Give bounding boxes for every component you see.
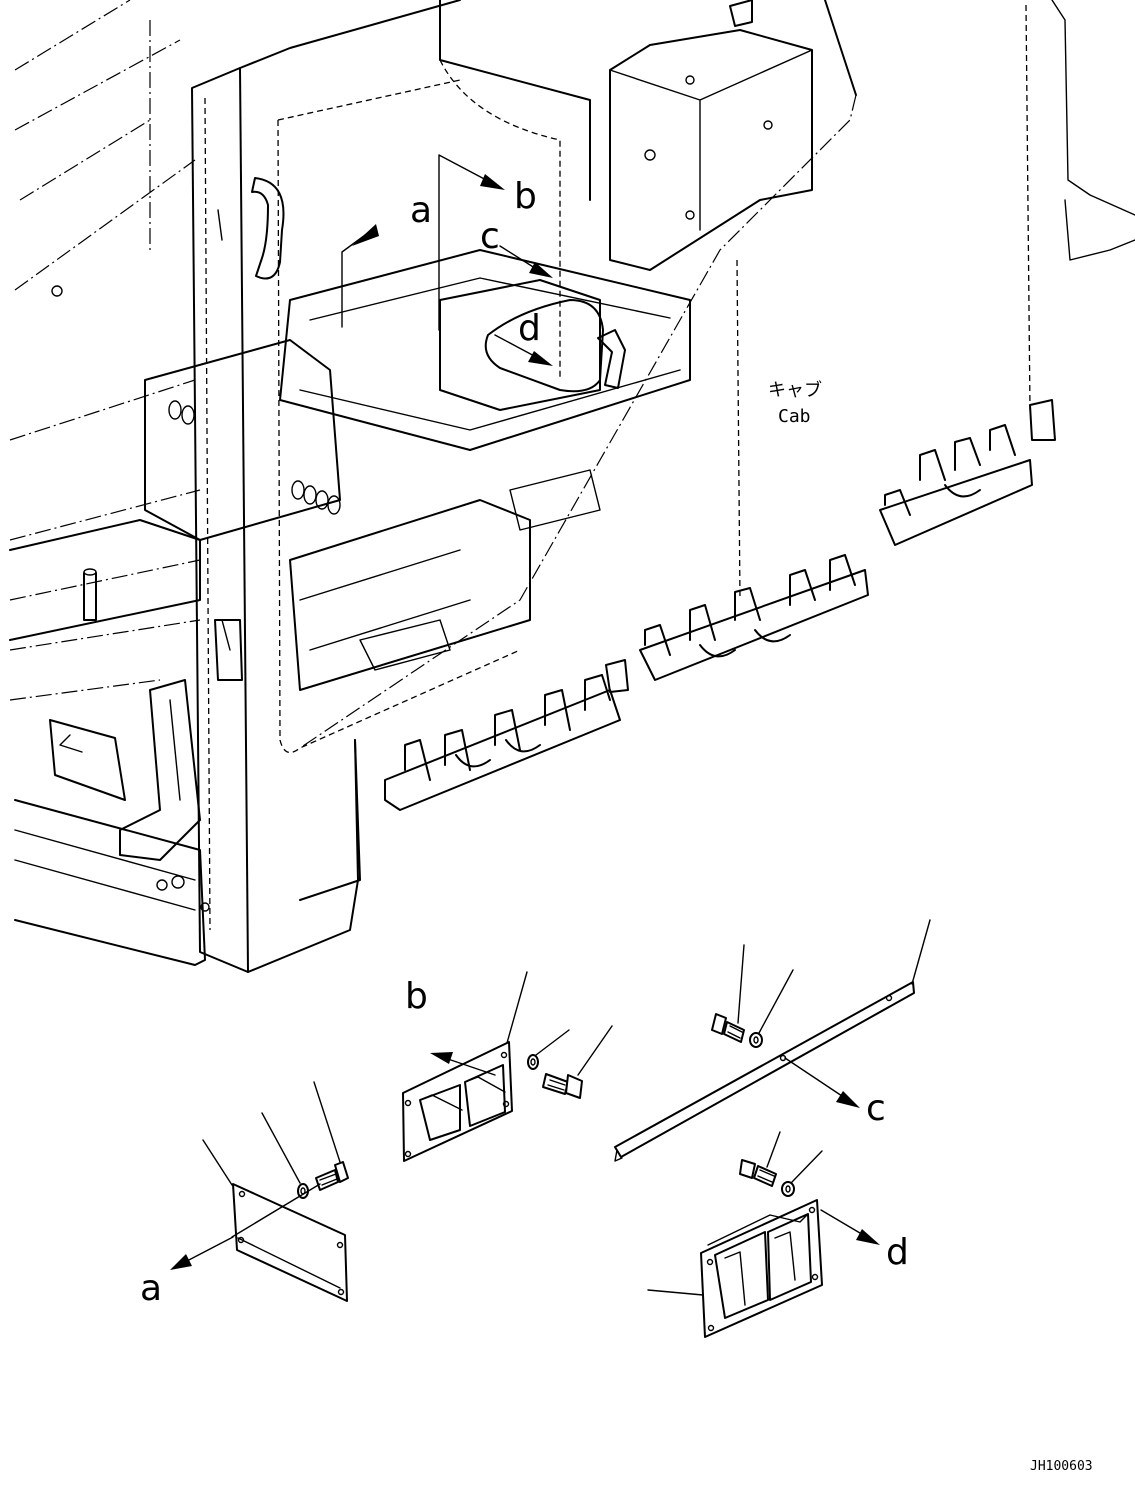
track-segment xyxy=(384,674,621,811)
drawing-code: JH100603 xyxy=(1030,1459,1093,1474)
cab-label-japanese: キャブ xyxy=(768,379,822,401)
cover-plate-d xyxy=(647,1199,823,1338)
bolt xyxy=(313,1081,349,1191)
cover-plate-a xyxy=(202,1139,348,1302)
track-segment xyxy=(605,554,869,693)
washer xyxy=(527,1029,570,1070)
bolt xyxy=(542,1025,613,1099)
callout-label-a: a xyxy=(410,190,432,231)
track-segment xyxy=(879,424,1033,546)
callout-label-b: b xyxy=(514,176,537,217)
callout-label-d-part: d xyxy=(886,1232,909,1273)
leader-line xyxy=(231,1183,321,1238)
bolt xyxy=(711,944,745,1043)
callout-label-c: c xyxy=(480,216,500,257)
washer xyxy=(261,1112,309,1199)
strip-c xyxy=(614,919,931,1162)
bolt xyxy=(739,1131,781,1187)
callout-label-d: d xyxy=(518,308,541,349)
callout-label-b-part: b xyxy=(405,976,428,1017)
cab-assembly xyxy=(9,0,1135,973)
washer xyxy=(781,1150,823,1197)
callout-label-a-part: a xyxy=(140,1268,162,1309)
washer xyxy=(749,969,794,1048)
cab-label-english: Cab xyxy=(778,406,811,427)
callout-arrows xyxy=(170,154,880,1270)
callout-label-c-part: c xyxy=(866,1088,886,1129)
